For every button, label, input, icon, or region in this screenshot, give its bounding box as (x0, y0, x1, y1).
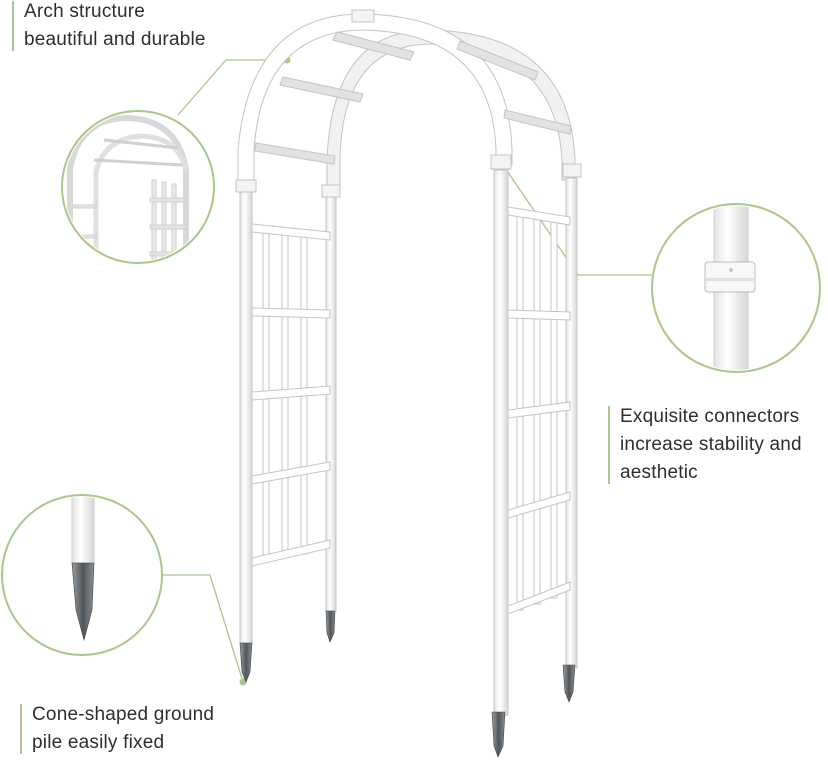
arch-crossbar (254, 142, 336, 165)
detail-circle-connector (651, 203, 821, 373)
arch-crossbar (279, 76, 364, 103)
ground-stake (325, 610, 336, 643)
accent-bar (12, 1, 14, 51)
detail-circle-pile (1, 494, 163, 656)
lattice-rail (507, 581, 571, 615)
callout-arch-structure: Arch structure beautiful and durable (12, 0, 206, 54)
accent-bar (20, 704, 22, 754)
detail-circle-arch (61, 110, 215, 264)
callout-ground-pile: Cone-shaped ground pile easily fixed (20, 701, 214, 757)
lattice-rail (251, 461, 331, 485)
callout-line: pile easily fixed (32, 732, 165, 753)
post-connector (490, 154, 512, 170)
callout-line: Arch structure (24, 1, 146, 22)
ground-stake (239, 642, 253, 683)
post-connector (562, 163, 582, 178)
post (493, 169, 509, 716)
callout-line: aesthetic (620, 462, 698, 483)
leader-dot-pile (239, 678, 247, 686)
callout-line: increase stability and (620, 434, 802, 455)
callout-connectors: Exquisite connectors increase stability … (608, 403, 802, 487)
top-connector (351, 9, 375, 23)
ground-stakes (239, 610, 576, 758)
post-connector (321, 184, 341, 198)
ground-stake (562, 664, 576, 703)
post-connector (235, 179, 257, 193)
post (565, 177, 578, 669)
lattice-rail (251, 539, 331, 567)
leader-lines (160, 59, 654, 683)
callout-line: beautiful and durable (24, 29, 206, 50)
callout-line: Exquisite connectors (620, 406, 800, 427)
post (239, 187, 253, 644)
lattice-rail (507, 206, 571, 226)
lattice-rail (507, 401, 571, 419)
ground-stake (491, 711, 506, 758)
lattice-rail (507, 491, 571, 519)
arch-crossbar (503, 109, 572, 135)
callout-line: Cone-shaped ground (32, 704, 215, 725)
lattice-rail (251, 223, 331, 241)
lattice-rail (251, 307, 331, 319)
leader-connector (502, 164, 654, 276)
garden-arch (235, 9, 582, 716)
arch-crossbar (332, 31, 415, 61)
lattice-rail (507, 309, 571, 321)
arch-crossbar (456, 40, 539, 81)
accent-bar (608, 406, 610, 484)
leader-pile (160, 574, 244, 683)
lattice-rail (251, 385, 331, 401)
